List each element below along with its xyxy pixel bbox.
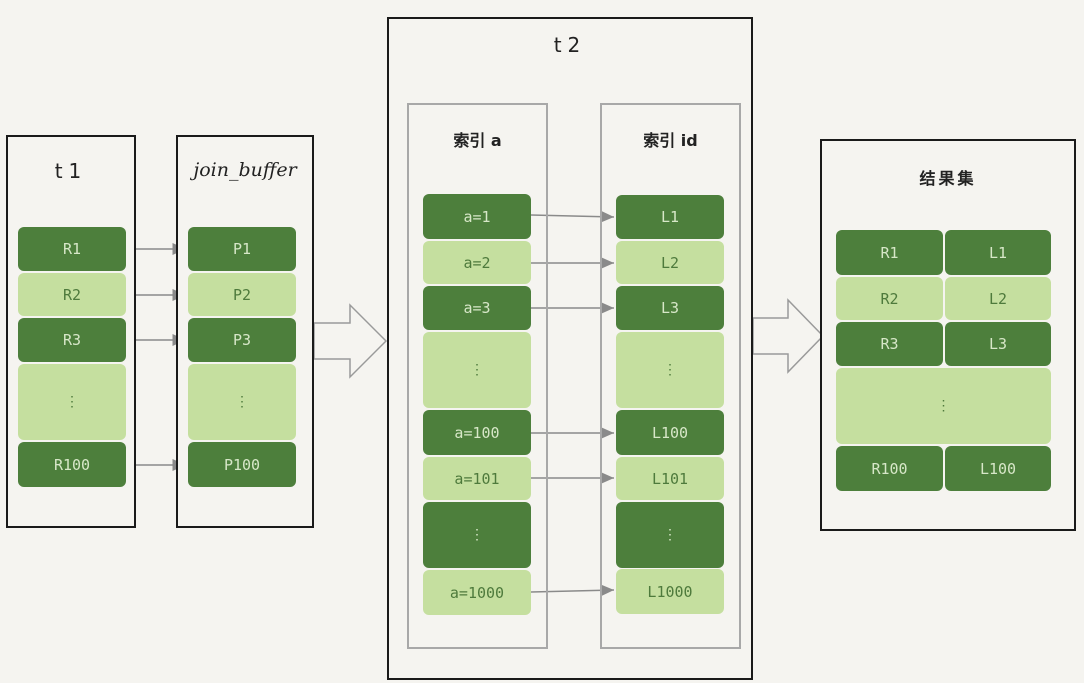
join-buffer-row-p100: P100 xyxy=(188,442,296,487)
index-id-title: 索引 id xyxy=(643,131,698,150)
result-row-3-right: L3 xyxy=(945,322,1051,366)
result-row-ellipsis: ⋮ xyxy=(836,368,1051,444)
index-a-row-a101: a=101 xyxy=(423,457,531,500)
index-id-row-ellipsis-1: ⋮ xyxy=(616,332,724,408)
t2-panel: t2 xyxy=(387,17,753,680)
index-id-row-l100: L100 xyxy=(616,410,724,455)
index-a-row-a1: a=1 xyxy=(423,194,531,239)
index-a-row-ellipsis-1: ⋮ xyxy=(423,332,531,408)
t1-row-r100: R100 xyxy=(18,442,126,487)
index-id-row-l3: L3 xyxy=(616,286,724,330)
index-a-row-a1000: a=1000 xyxy=(423,570,531,615)
t1-title: t1 xyxy=(54,159,88,183)
result-row-1-left: R1 xyxy=(836,230,943,275)
t1-row-r2: R2 xyxy=(18,273,126,316)
join-buffer-row-p2: P2 xyxy=(188,273,296,316)
index-id-row-l1000: L1000 xyxy=(616,569,724,614)
join-buffer-row-p3: P3 xyxy=(188,318,296,362)
join-buffer-title: join_buffer xyxy=(193,159,297,181)
t1-row-r1: R1 xyxy=(18,227,126,271)
result-row-2-right: L2 xyxy=(945,277,1051,320)
t1-row-r3: R3 xyxy=(18,318,126,362)
big-arrow-to-result xyxy=(752,298,825,374)
result-title: 结果集 xyxy=(919,169,977,188)
index-a-row-a100: a=100 xyxy=(423,410,531,455)
join-buffer-row-ellipsis: ⋮ xyxy=(188,364,296,440)
join-buffer-row-p1: P1 xyxy=(188,227,296,271)
index-a-panel: 索引 a xyxy=(407,103,548,649)
index-a-title: 索引 a xyxy=(453,131,502,150)
index-id-panel: 索引 id xyxy=(600,103,741,649)
index-a-row-a2: a=2 xyxy=(423,241,531,284)
result-row-1-right: L1 xyxy=(945,230,1051,275)
index-id-row-l2: L2 xyxy=(616,241,724,284)
index-id-row-l1: L1 xyxy=(616,195,724,239)
index-id-row-l101: L101 xyxy=(616,457,724,500)
result-row-100-right: L100 xyxy=(945,446,1051,491)
index-a-row-ellipsis-2: ⋮ xyxy=(423,502,531,568)
index-id-row-ellipsis-2: ⋮ xyxy=(616,502,724,568)
t2-title: t2 xyxy=(553,33,587,57)
index-a-row-a3: a=3 xyxy=(423,286,531,330)
big-arrow-to-t2 xyxy=(313,303,388,379)
result-row-100-left: R100 xyxy=(836,446,943,491)
t1-row-ellipsis: ⋮ xyxy=(18,364,126,440)
result-row-2-left: R2 xyxy=(836,277,943,320)
result-row-3-left: R3 xyxy=(836,322,943,366)
